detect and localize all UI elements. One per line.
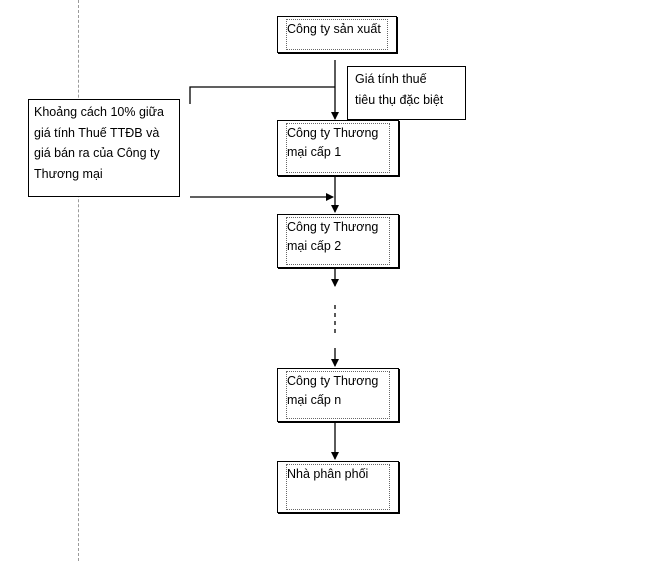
bracket-top-line	[189, 86, 335, 104]
distributor-label: Nhà phân phối	[287, 467, 369, 481]
trader-level-2-box: Công ty Thương mại cấp 2	[277, 214, 399, 268]
producer-box: Công ty sản xuất	[277, 16, 397, 53]
gap-note-text: Khoảng cách 10% giữa giá tính Thuế TTĐB …	[34, 105, 164, 181]
page-margin-guide	[78, 0, 79, 561]
producer-label: Công ty sản xuất	[287, 22, 381, 36]
trader-level-1-box: Công ty Thương mại cấp 1	[277, 120, 399, 176]
distributor-box: Nhà phân phối	[277, 461, 399, 513]
trader-level-1-label: Công ty Thương mại cấp 1	[287, 126, 379, 159]
trader-level-n-box: Công ty Thương mại cấp n	[277, 368, 399, 422]
trader-level-n-label: Công ty Thương mại cấp n	[287, 374, 379, 407]
tax-price-note: Giá tính thuế tiêu thụ đặc biệt	[347, 66, 466, 120]
gap-note: Khoảng cách 10% giữa giá tính Thuế TTĐB …	[28, 99, 180, 197]
trader-level-2-label: Công ty Thương mại cấp 2	[287, 220, 379, 253]
tax-price-note-text: Giá tính thuế tiêu thụ đặc biệt	[355, 72, 444, 107]
